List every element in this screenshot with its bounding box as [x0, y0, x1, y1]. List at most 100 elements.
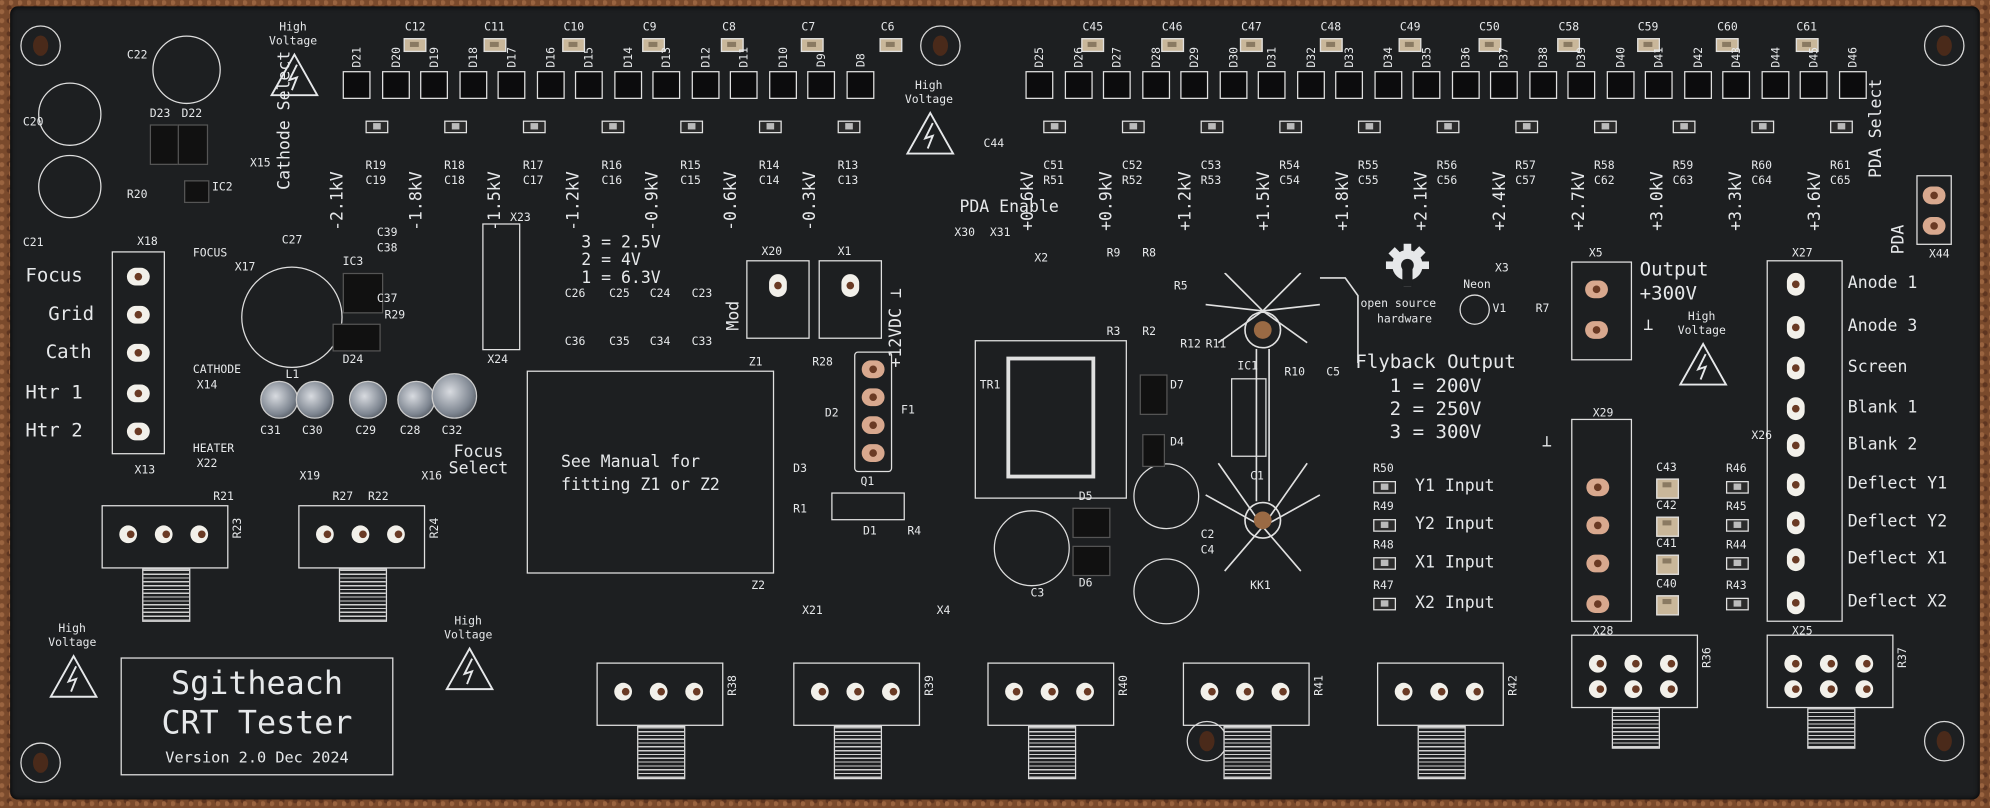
capacitor: [1081, 38, 1105, 53]
voltage-tap-label: -0.9kV: [643, 171, 663, 231]
capacitor-c22-outline: [152, 35, 221, 105]
diode-label: D18: [467, 46, 481, 68]
diode: [1606, 71, 1634, 99]
resistor: [1593, 120, 1617, 134]
diode: [1218, 71, 1247, 99]
component-designator-c5: C5: [1326, 366, 1340, 380]
resistor: [1672, 120, 1696, 134]
diode-d22: [177, 124, 209, 165]
diode: [1644, 71, 1673, 99]
diode-label: D13: [661, 46, 674, 68]
pot-label: R40: [1118, 674, 1131, 696]
capacitor: [1656, 516, 1680, 537]
resistor-label: R19: [365, 159, 387, 173]
heater-option-1: 1 = 6.3V: [581, 269, 661, 289]
diode: [1722, 71, 1751, 99]
diode-label: D36: [1460, 46, 1473, 68]
capacitor-label: C15: [680, 175, 701, 188]
component-designator-x22: X22: [196, 458, 218, 471]
header-x23-x24: [482, 223, 521, 351]
voltage-tap-label: +1.2kV: [1176, 171, 1196, 231]
high-voltage-label: Voltage: [48, 637, 97, 650]
component-designator-c44: C44: [983, 138, 1005, 152]
component-designator-f1: F1: [901, 404, 915, 418]
component-designator-x15: X15: [250, 157, 271, 171]
pot-label: R41: [1313, 674, 1327, 696]
capacitor: [1239, 38, 1263, 53]
ground-symbol: ⊥: [1643, 316, 1654, 336]
diode-d5: [1072, 507, 1111, 539]
component-designator-d4: D4: [1170, 436, 1184, 450]
resistor: [1121, 120, 1145, 134]
terminal-screw: [1786, 511, 1805, 535]
capacitor-label: C6: [880, 21, 895, 35]
pot-pin: [1076, 682, 1094, 701]
voltage-tap-label: -1.5kV: [486, 171, 506, 231]
component-designator-c3: C3: [1030, 587, 1045, 601]
capacitor: [1557, 38, 1581, 53]
diode-label: D17: [506, 46, 520, 68]
component-designator-c26: C26: [564, 288, 586, 301]
capacitor-c21-outline: [38, 154, 102, 219]
terminal-screw: [1786, 434, 1805, 457]
diode: [1838, 71, 1867, 99]
terminal-screw: [1786, 272, 1805, 296]
component-designator-c36: C36: [564, 336, 586, 350]
terminal-screw: [1586, 595, 1610, 613]
component-label: C62: [1593, 175, 1615, 188]
diode-d4: [1142, 434, 1166, 468]
voltage-tap-label: +0.6kV: [1019, 171, 1039, 231]
terminal-label-htr-2: Htr 2: [25, 418, 83, 442]
ic-ic2: [184, 180, 210, 204]
component-designator-x2: X2: [1034, 252, 1049, 266]
voltage-tap-label: +2.1kV: [1412, 171, 1432, 231]
voltage-tap-label: +0.9kV: [1097, 171, 1117, 231]
capacitor: [720, 38, 744, 53]
terminal-label: Blank 2: [1847, 435, 1918, 455]
pot-pin: [1855, 654, 1874, 673]
ic-ic3: [342, 272, 384, 314]
component-label: R57: [1515, 159, 1536, 173]
resistor-label: R18: [444, 159, 465, 173]
pot-label: R23: [232, 517, 245, 539]
resistor: [758, 120, 782, 134]
diode-label: D44: [1769, 46, 1783, 68]
flyback-arrow-line: [1319, 277, 1359, 363]
high-voltage-warning-icon: [905, 111, 955, 155]
pda-label: PDA: [1889, 224, 1909, 254]
high-voltage-label: High: [915, 79, 943, 93]
component-designator-c1: C1: [1250, 470, 1264, 484]
capacitor-c20-outline: [38, 82, 102, 146]
resistor: [1373, 519, 1397, 532]
terminal-screw: [1786, 316, 1805, 339]
component-designator-x5: X5: [1588, 247, 1603, 261]
capacitor-c31: [260, 380, 299, 419]
heater-option-2: 2 = 4V: [581, 251, 641, 271]
pot-pin: [1394, 682, 1413, 701]
pot-pin: [614, 682, 633, 701]
resistor: [1725, 480, 1749, 494]
high-voltage-label: Voltage: [904, 93, 954, 107]
mounting-hole: [920, 25, 961, 66]
component-label: R58: [1593, 159, 1615, 173]
voltage-tap-label: +3.3kV: [1727, 171, 1747, 231]
pcb-board: [10, 6, 1980, 800]
pot-pin: [1005, 682, 1023, 701]
capacitor-label: C17: [522, 175, 544, 188]
pot-label: R42: [1507, 674, 1521, 696]
component-designator-r22: R22: [368, 491, 389, 504]
component-designator-r11: R11: [1205, 338, 1227, 352]
component-label: C63: [1672, 175, 1694, 188]
resistor: [680, 120, 704, 134]
capacitor: [1656, 478, 1680, 499]
diode-label: D14: [622, 46, 636, 68]
potentiometer: [793, 662, 921, 726]
high-voltage-warning-icon: [445, 646, 495, 691]
terminal-label: Deflect Y2: [1847, 512, 1948, 532]
component-designator-c41: C41: [1656, 538, 1677, 551]
resistor-label: R16: [601, 159, 623, 173]
pot-pin: [1819, 654, 1838, 673]
component-label: C55: [1357, 175, 1379, 188]
input-label: Y1 Input: [1415, 477, 1495, 497]
component-designator-c30: C30: [302, 425, 323, 438]
